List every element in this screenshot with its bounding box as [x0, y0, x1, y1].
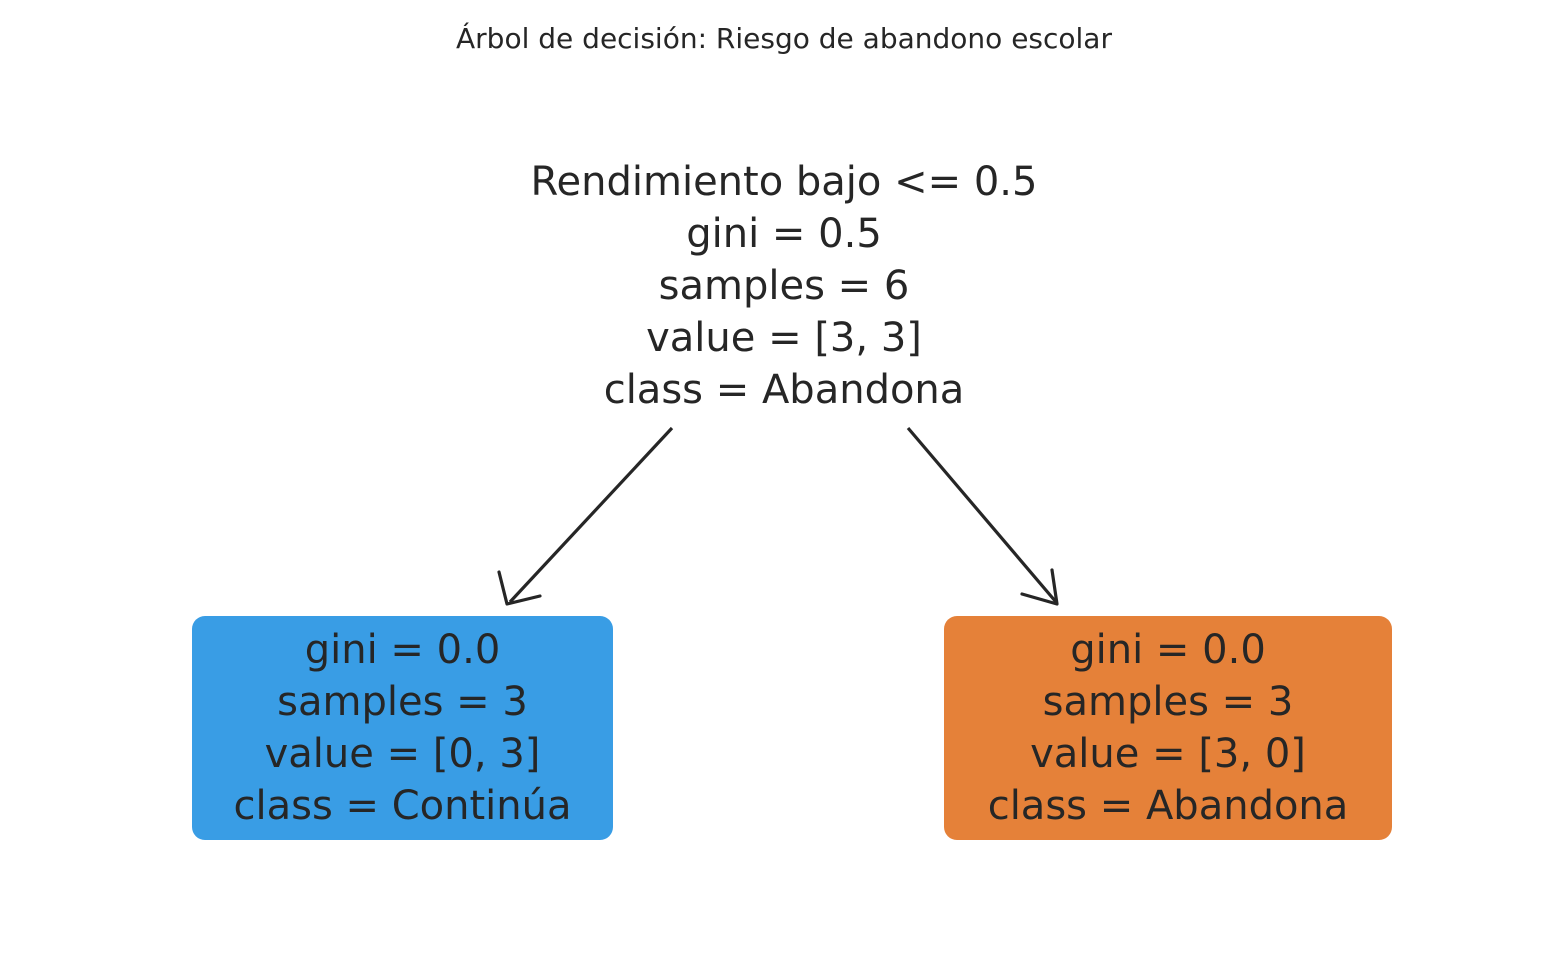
page-title: Árbol de decisión: Riesgo de abandono es… — [456, 22, 1112, 55]
node-right-line-samples: samples = 3 — [1042, 679, 1294, 725]
node-left-line-gini: gini = 0.0 — [304, 627, 501, 673]
tree-node-right-leaf[interactable]: gini = 0.0 samples = 3 value = [3, 0] cl… — [944, 616, 1392, 840]
node-root-line-value: value = [3, 3] — [646, 315, 922, 361]
edge-root-to-right — [906, 426, 1058, 604]
node-root-line-samples: samples = 6 — [658, 263, 910, 309]
node-right-line-value: value = [3, 0] — [1030, 731, 1306, 777]
node-right-line-class: class = Abandona — [987, 783, 1349, 829]
node-root-line-condition: Rendimiento bajo <= 0.5 — [530, 159, 1038, 205]
node-root-line-gini: gini = 0.5 — [686, 211, 882, 257]
node-left-line-value: value = [0, 3] — [264, 731, 541, 777]
node-right-line-gini: gini = 0.0 — [1070, 627, 1266, 673]
arrowhead-left — [497, 570, 542, 606]
node-left-line-class: class = Continúa — [233, 783, 572, 829]
node-root-line-class: class = Abandona — [603, 367, 965, 413]
tree-node-root[interactable]: Rendimiento bajo <= 0.5 gini = 0.5 sampl… — [434, 152, 1134, 420]
edge-root-to-left — [508, 426, 674, 604]
node-left-line-samples: samples = 3 — [277, 679, 528, 725]
arrowhead-right — [1020, 568, 1059, 606]
tree-node-left-leaf[interactable]: gini = 0.0 samples = 3 value = [0, 3] cl… — [192, 616, 613, 840]
